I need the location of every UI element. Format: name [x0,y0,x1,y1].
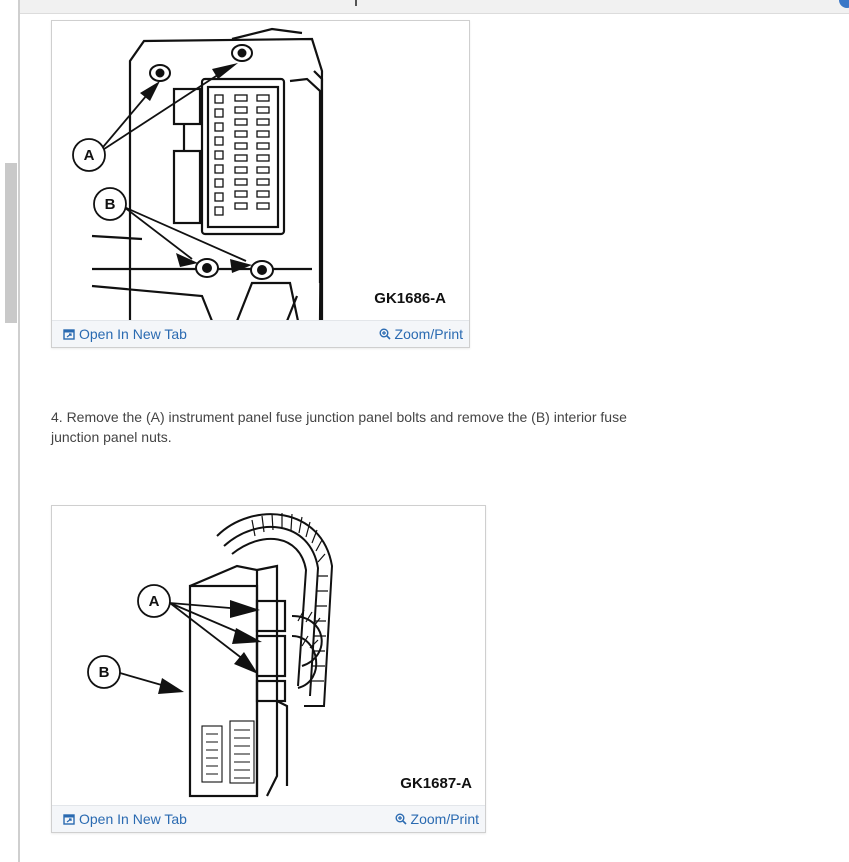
callout-a-circle [72,138,106,172]
open-in-new-tab-link[interactable]: Open In New Tab [63,326,187,342]
avatar[interactable] [839,0,849,8]
junction-panel-diagram: A B GK1687-A [87,513,472,798]
harness-hatching [251,513,328,682]
zoom-in-icon [395,813,407,825]
step-instruction: 4. Remove the (A) instrument panel fuse … [51,409,627,445]
figure-code: GK1687-A [400,775,472,792]
connector-pins [201,720,255,784]
open-in-new-tab-link[interactable]: Open In New Tab [63,811,187,827]
open-in-new-tab-label: Open In New Tab [79,326,187,342]
zoom-print-link[interactable]: Zoom/Print [395,811,479,827]
callout-a-circle [137,584,171,618]
zoom-print-link[interactable]: Zoom/Print [379,326,463,342]
figure-code: GK1686-A [374,290,446,307]
top-bar-fragment [355,0,357,6]
callout-b-circle [93,187,127,221]
fuse-panel-diagram: A B GK1686-A [72,27,446,321]
fuse-slots [214,94,270,216]
callout-a: A [84,147,95,164]
figure-footer: Open In New Tab Zoom/Print [52,320,469,347]
open-new-tab-icon [63,814,75,825]
callout-b: B [105,196,116,213]
zoom-print-label: Zoom/Print [410,811,479,827]
content-border [18,0,20,862]
top-bar [0,0,849,14]
open-new-tab-icon [63,329,75,340]
zoom-print-label: Zoom/Print [394,326,463,342]
callout-b: B [99,664,110,681]
arrow-icons [140,63,252,273]
figure-footer: Open In New Tab Zoom/Print [52,805,485,832]
figure-gk1686: A B GK1686-A Open In New Tab Zoom/Print [51,20,470,348]
scrollbar-thumb[interactable] [5,163,17,323]
bolt-icons [149,44,274,280]
callout-a: A [149,593,160,610]
callout-b-circle [87,655,121,689]
zoom-in-icon [379,328,391,340]
arrow-icons [158,600,262,694]
open-in-new-tab-label: Open In New Tab [79,811,187,827]
left-gutter [0,0,18,862]
figure-gk1687: A B GK1687-A Open In New Tab Zoom/Print [51,505,486,833]
